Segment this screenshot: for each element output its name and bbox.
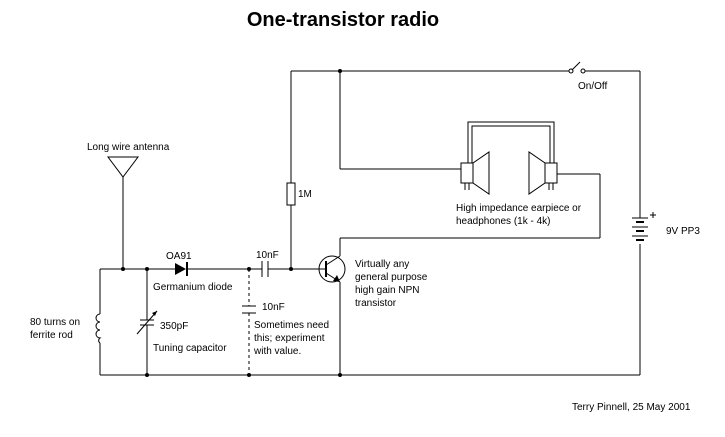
earpiece-label-1: High impedance earpiece or: [456, 203, 582, 214]
transistor-label-2: general purpose: [355, 272, 428, 283]
diode-desc-label: Germanium diode: [153, 282, 233, 293]
battery-label: 9V PP3: [666, 226, 700, 237]
tuning-capacitor-icon: [136, 310, 158, 335]
credit-label: Terry Pinnell, 25 May 2001: [572, 402, 691, 413]
optional-cap-label: 10nF: [262, 302, 285, 313]
optional-label-3: with value.: [253, 346, 301, 357]
earpiece-label-2: headphones (1k - 4k): [456, 216, 551, 227]
resistor-icon: [286, 182, 296, 206]
on-off-switch: [568, 61, 586, 74]
battery-icon: [632, 212, 656, 241]
tuning-value-label: 350pF: [160, 321, 188, 332]
junction-dots: [121, 69, 342, 377]
optional-label-1: Sometimes need: [254, 320, 329, 331]
optional-capacitor-icon: [242, 305, 256, 314]
antenna-label: Long wire antenna: [87, 142, 170, 153]
page-title: One-transistor radio: [247, 9, 439, 31]
transistor-label-1: Virtually any: [355, 259, 409, 270]
transistor-icon: [318, 255, 346, 283]
diode-icon: [175, 262, 188, 276]
coil-icon: [95, 313, 102, 344]
coupling-capacitor-icon: [261, 261, 269, 277]
tuning-desc-label: Tuning capacitor: [153, 343, 227, 354]
coil-label-2: ferrite rod: [30, 330, 73, 341]
coil-label-1: 80 turns on: [30, 317, 80, 328]
antenna-icon: [107, 156, 139, 178]
diode-part-label: OA91: [166, 251, 192, 262]
resistor-label: 1M: [298, 189, 312, 200]
optional-label-2: this; experiment: [254, 333, 325, 344]
coupling-cap-label: 10nF: [256, 250, 279, 261]
on-off-label: On/Off: [578, 81, 607, 92]
wires: [99, 70, 641, 376]
transistor-label-4: transistor: [355, 298, 397, 309]
transistor-label-3: high gain NPN: [355, 285, 419, 296]
earpiece-icon: [460, 121, 562, 195]
